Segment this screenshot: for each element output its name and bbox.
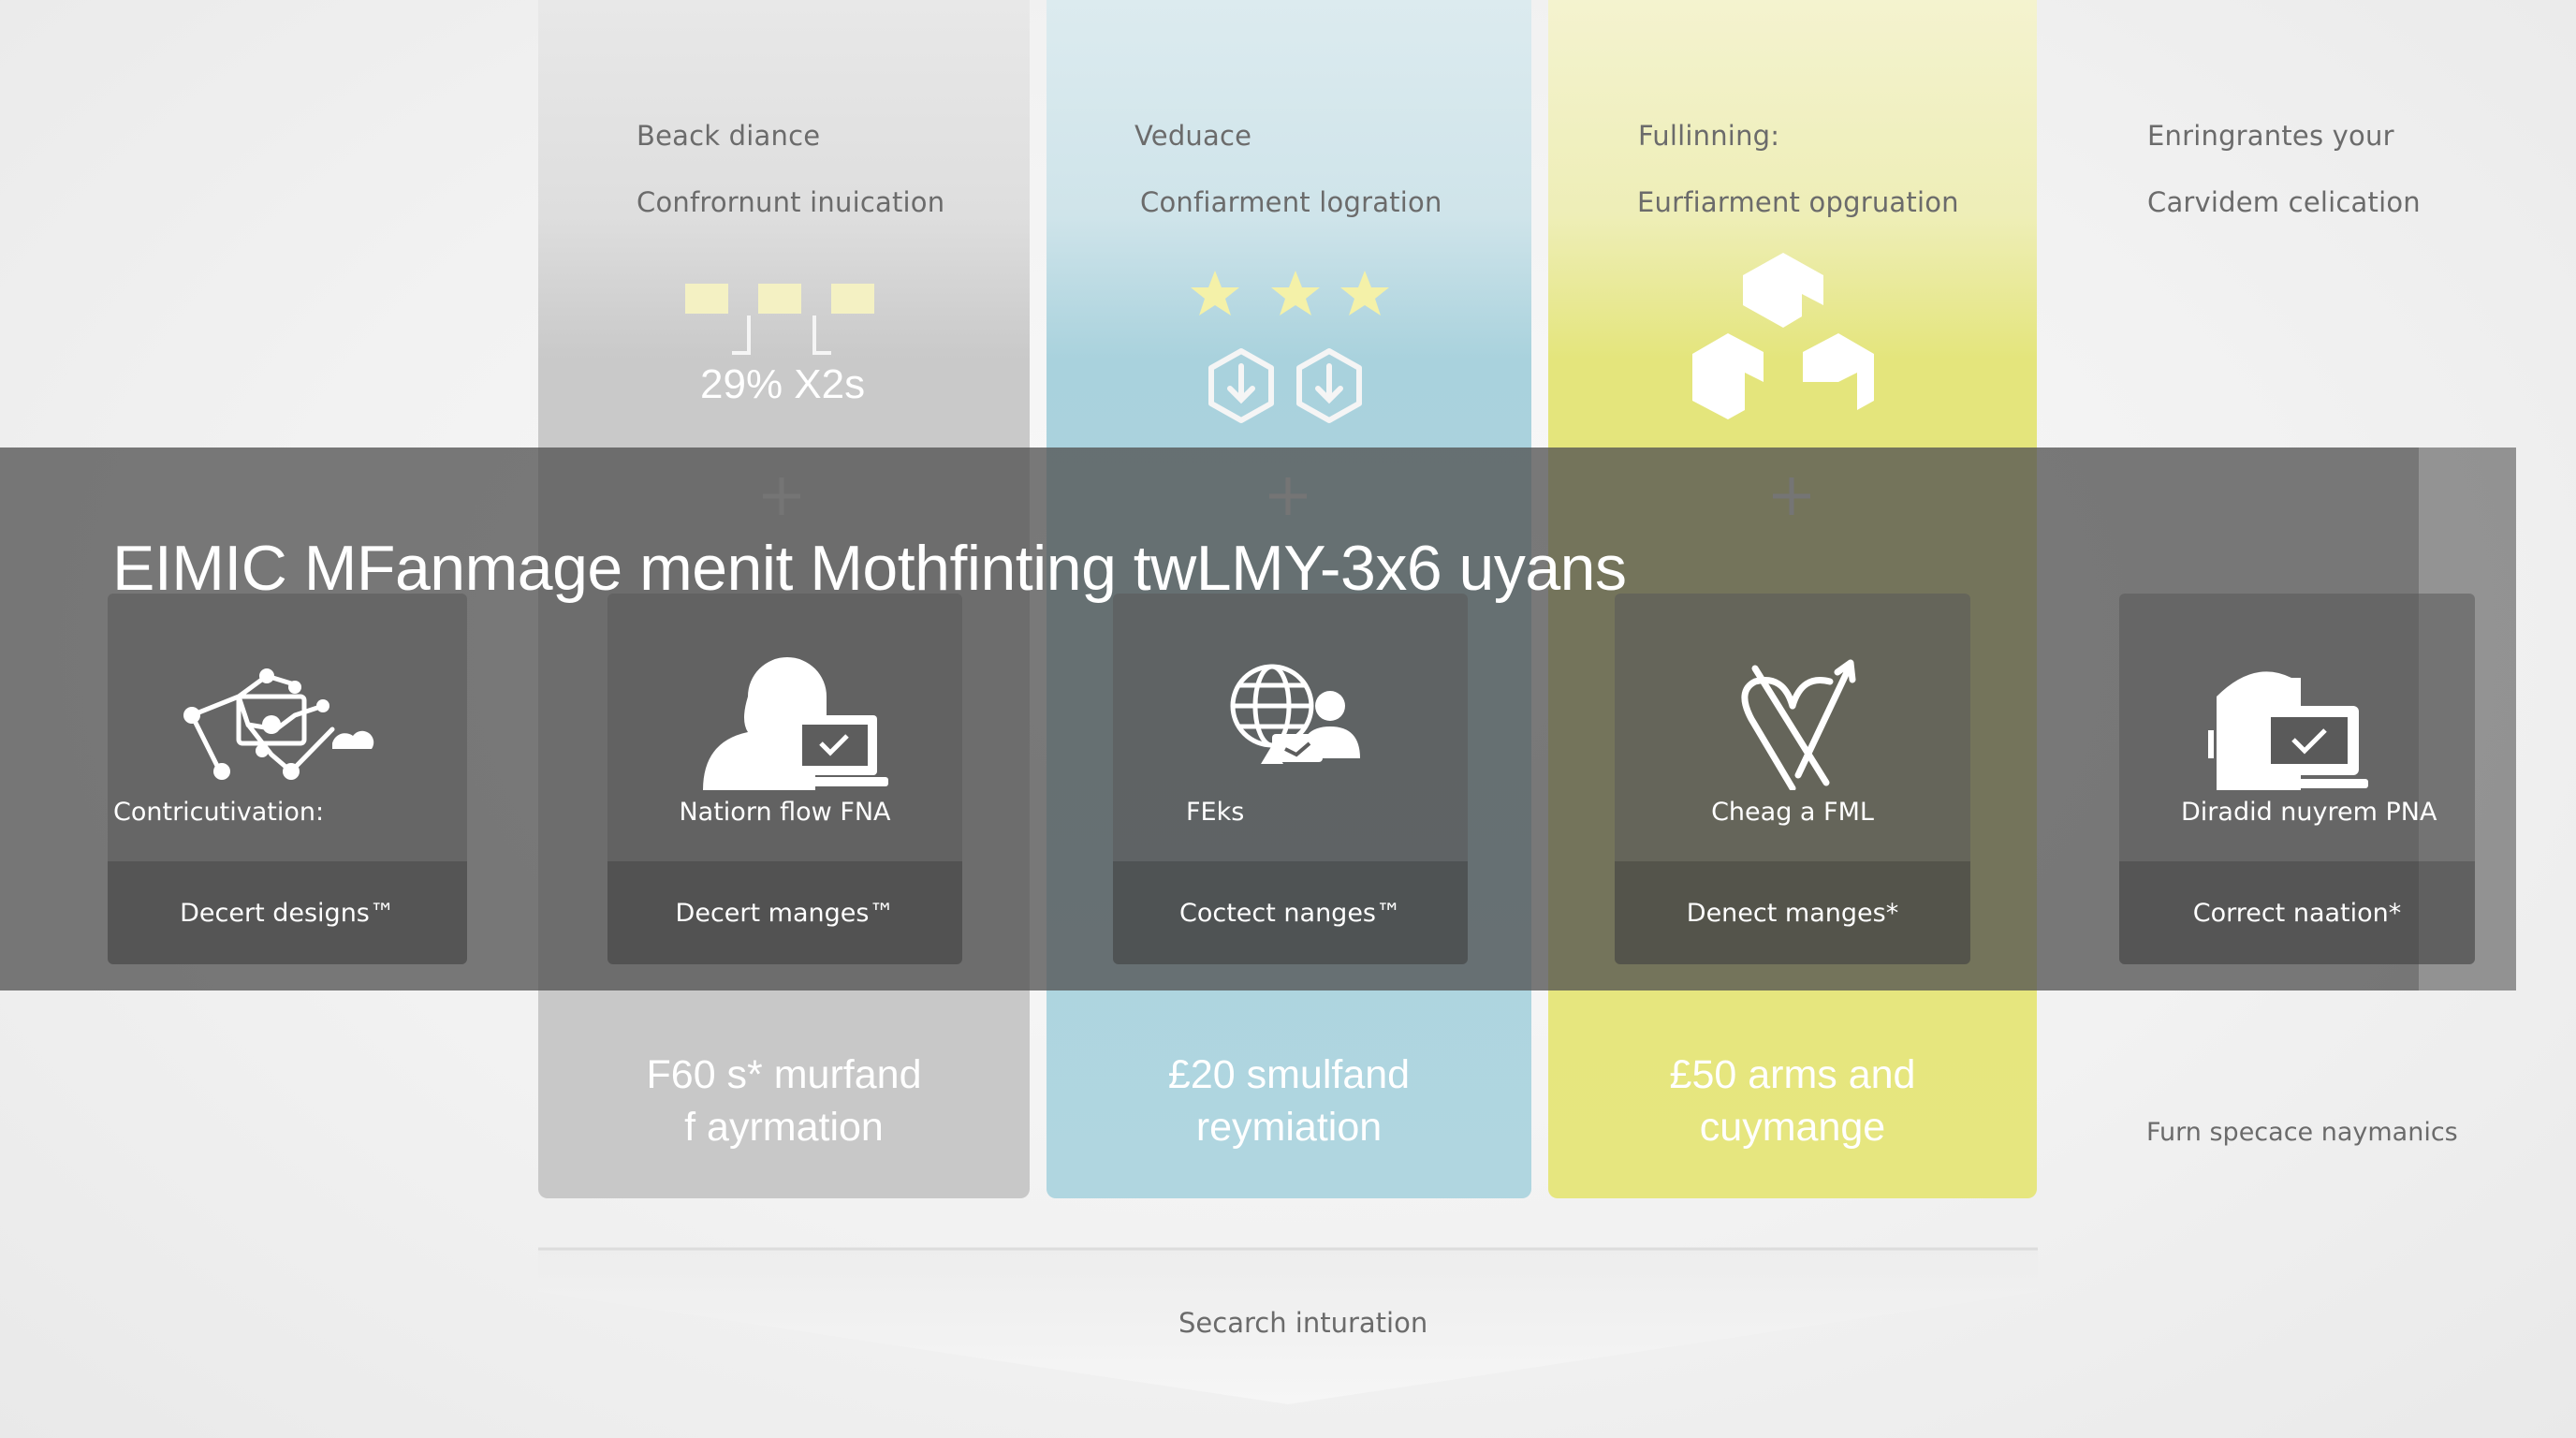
stars-download-icon — [1191, 271, 1389, 423]
card-label: Diradid nuyrem PNA — [2181, 798, 2437, 827]
card-label: Contricutivation: — [113, 798, 325, 827]
feature-card[interactable]: Natiorn flow FNA Decert manges™ — [607, 594, 962, 964]
column-subheading: Eurfiarment opgruation — [1637, 186, 1959, 218]
price-gray: F60 s* murfand f ayrmation — [646, 1052, 922, 1150]
card-label: Natiorn flow FNA — [679, 798, 891, 827]
card-footer: Decert designs™ — [108, 861, 467, 964]
column-heading: Fullinning: — [1638, 120, 1780, 152]
gray-stat: 29% X2s — [700, 361, 866, 407]
network-icon — [183, 668, 374, 780]
bottom-funnel — [538, 1247, 2038, 1404]
side-note: Furn specace naymanics — [2146, 1118, 2458, 1147]
column-subheading: Confrornunt inuication — [637, 186, 945, 218]
column-heading: Enringrantes your — [2147, 120, 2394, 152]
device-check-icon — [2208, 671, 2368, 790]
card-footer: Correct naation* — [2119, 861, 2475, 964]
column-subheading: Carvidem celication — [2147, 186, 2421, 218]
feature-card[interactable]: Diradid nuyrem PNA Correct naation* — [2119, 594, 2475, 964]
feature-card[interactable]: FEks Coctect nanges™ — [1113, 594, 1468, 964]
card-label: FEks — [1186, 798, 1245, 827]
price-yellow: £50 arms and cuymange — [1669, 1052, 1916, 1150]
card-label: Cheag a FML — [1711, 798, 1874, 827]
column-heading: Veduace — [1134, 120, 1252, 152]
feature-card[interactable]: Cheag a FML Denect manges* — [1615, 594, 1970, 964]
price-blue: £20 smulfand reymiation — [1167, 1052, 1411, 1150]
card-footer: Decert manges™ — [607, 861, 962, 964]
band-title: EIMIC MFanmage menit Mothfinting twLMY-3… — [112, 533, 1627, 604]
card-footer: Coctect nanges™ — [1113, 861, 1468, 964]
cubes-icon — [1692, 253, 1874, 419]
feature-card[interactable]: Contricutivation: Decert designs™ — [108, 594, 467, 964]
flowchart-blocks-icon — [685, 284, 874, 355]
user-laptop-icon — [703, 657, 888, 790]
heart-pen-icon — [1741, 659, 1856, 790]
search-label[interactable]: Secarch inturation — [1178, 1307, 1428, 1339]
column-heading: Beack diance — [637, 120, 821, 152]
card-footer: Denect manges* — [1615, 861, 1970, 964]
globe-user-icon — [1230, 664, 1360, 764]
column-subheading: Confiarment logration — [1140, 186, 1442, 218]
